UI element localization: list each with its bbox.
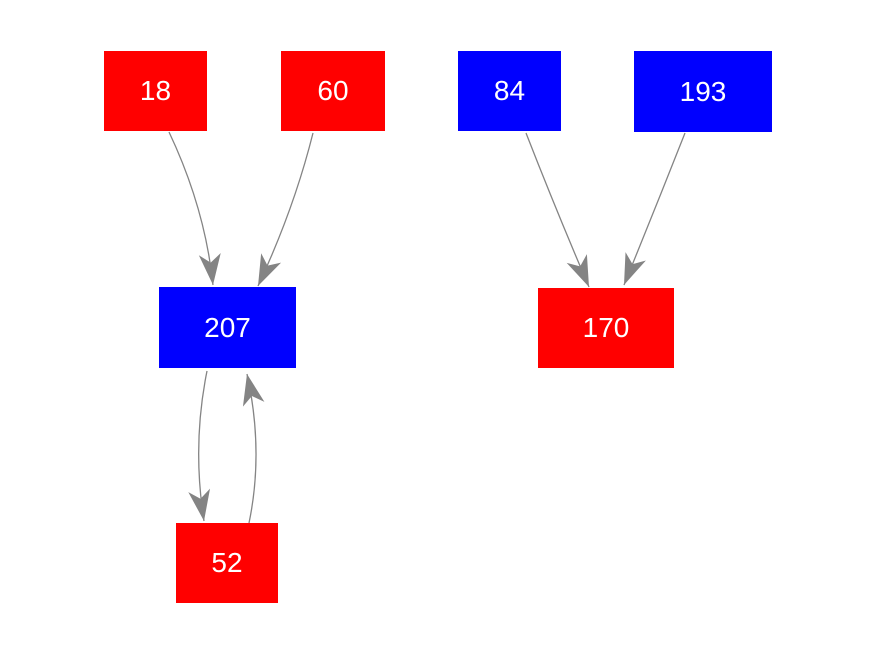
edge-193-170[interactable] [623, 132, 686, 286]
edge-60-207[interactable] [257, 132, 314, 287]
node-60[interactable]: 60 [281, 51, 385, 131]
edge-207-52[interactable] [188, 370, 211, 522]
node-52[interactable]: 52 [176, 523, 278, 603]
node-18[interactable]: 18 [104, 51, 207, 131]
node-207[interactable]: 207 [159, 287, 296, 368]
node-84[interactable]: 84 [458, 51, 561, 131]
edge-84-170[interactable] [525, 132, 590, 288]
edge-18-207[interactable] [168, 131, 221, 286]
node-170[interactable]: 170 [538, 288, 674, 368]
node-193[interactable]: 193 [634, 51, 772, 132]
edge-52-207[interactable] [242, 373, 265, 524]
